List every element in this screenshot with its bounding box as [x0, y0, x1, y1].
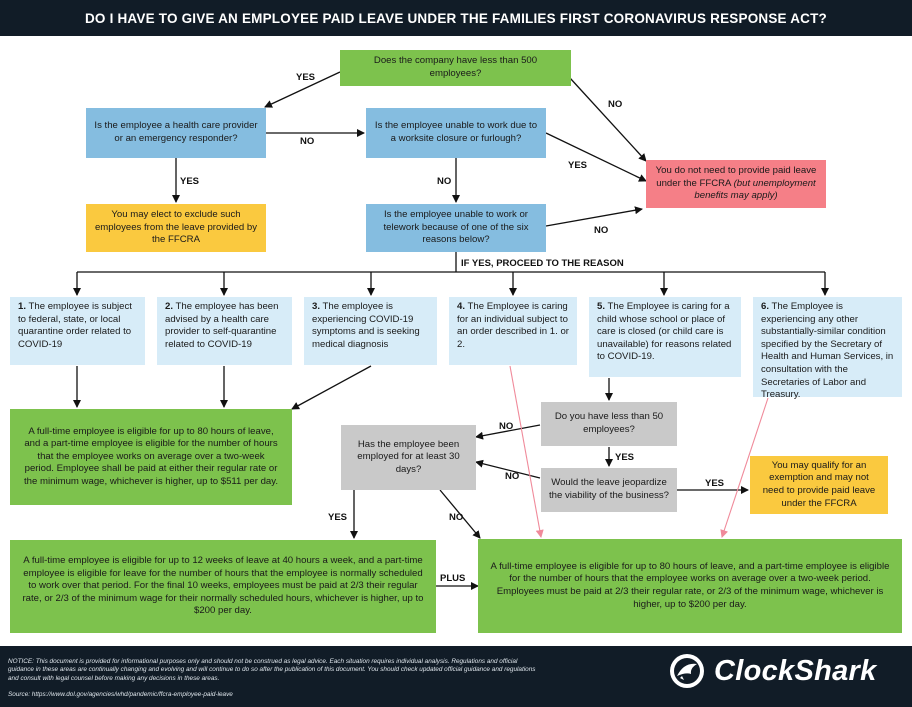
outcome-80-hours-regular-rate: A full-time employee is eligible for up … — [10, 409, 292, 505]
reason-number: 5. — [597, 301, 606, 312]
node-not-required: You do not need to provide paid leave un… — [646, 160, 826, 208]
label-plus: PLUS — [440, 573, 466, 584]
reason-number: 4. — [457, 301, 466, 312]
reason-text: The Employee is experiencing any other s… — [761, 301, 894, 401]
label-yes-exclude: YES — [180, 176, 200, 187]
outcome-80-hours-two-thirds: A full-time employee is eligible for up … — [478, 539, 902, 633]
label-no-closure: NO — [437, 176, 452, 187]
reason-text: The employee is experiencing COVID-19 sy… — [312, 301, 420, 350]
label-yes-less50: YES — [615, 452, 635, 463]
node-health-care-provider: Is the employee a health care provider o… — [86, 108, 266, 158]
arrow-less50-no — [475, 424, 541, 440]
reason-text: The Employee is caring for an individual… — [457, 301, 569, 350]
label-yes-closure: YES — [568, 160, 588, 171]
reason-4: 4. The Employee is caring for an individ… — [449, 297, 577, 365]
reason-number: 1. — [18, 301, 27, 312]
arrow-closure-yes — [545, 132, 647, 182]
label-no-30days: NO — [449, 512, 464, 523]
reason-5: 5. The Employee is caring for a child wh… — [589, 297, 741, 377]
reason-text: The Employee is caring for a child whose… — [597, 301, 732, 363]
node-six-reasons: Is the employee unable to work or telewo… — [366, 204, 546, 252]
arrow-six-no — [545, 206, 643, 227]
shark-icon — [670, 654, 704, 688]
label-no-health: NO — [300, 136, 315, 147]
label-no-six: NO — [594, 225, 609, 236]
label-yes-health: YES — [296, 72, 316, 83]
title-bar: DO I HAVE TO GIVE AN EMPLOYEE PAID LEAVE… — [0, 0, 912, 36]
label-no-500: NO — [608, 99, 623, 110]
footer: NOTICE: This document is provided for in… — [0, 646, 912, 707]
reason-2: 2. The employee has been advised by a he… — [157, 297, 292, 365]
reason-3: 3. The employee is experiencing COVID-19… — [304, 297, 437, 365]
label-yes-jeopardize: YES — [705, 478, 725, 489]
arrow-500-no — [569, 77, 647, 162]
node-jeopardize-viability: Would the leave jeopardize the viability… — [541, 468, 677, 512]
label-if-yes: IF YES, PROCEED TO THE REASON — [461, 258, 624, 269]
reason-text: The employee has been advised by a healt… — [165, 301, 279, 350]
logo-text: ClockShark — [714, 654, 877, 687]
arrow-r6-final — [720, 397, 769, 538]
arrow-r4-final — [509, 365, 544, 538]
node-employed-30-days: Has the employee been employed for at le… — [341, 425, 476, 490]
node-less-than-50: Do you have less than 50 employees? — [541, 402, 677, 446]
label-no-less50: NO — [499, 421, 514, 432]
arrow-30days-no — [439, 489, 481, 539]
not-required-text: You do not need to provide paid leave un… — [655, 165, 817, 202]
reason-1: 1. The employee is subject to federal, s… — [10, 297, 145, 365]
not-required-note: (but unemployment benefits may apply) — [694, 177, 816, 202]
node-exemption: You may qualify for an exemption and may… — [750, 456, 888, 514]
reason-text: The employee is subject to federal, stat… — [18, 301, 132, 350]
arrow-r3-full80 — [291, 365, 372, 410]
page-title: DO I HAVE TO GIVE AN EMPLOYEE PAID LEAVE… — [84, 10, 828, 26]
arrow-500-yes — [264, 71, 341, 108]
node-may-exclude: You may elect to exclude such employees … — [86, 204, 266, 252]
reason-number: 6. — [761, 301, 770, 312]
legal-notice: NOTICE: This document is provided for in… — [8, 658, 536, 682]
node-less-than-500: Does the company have less than 500 empl… — [340, 50, 571, 86]
source-link[interactable]: Source: https://www.dol.gov/agencies/whd… — [8, 691, 233, 698]
outcome-12-weeks: A full-time employee is eligible for up … — [10, 540, 436, 633]
label-yes-30days: YES — [328, 512, 348, 523]
reason-number: 2. — [165, 301, 174, 312]
node-worksite-closure: Is the employee unable to work due to a … — [366, 108, 546, 158]
reason-6: 6. The Employee is experiencing any othe… — [753, 297, 902, 401]
reason-number: 3. — [312, 301, 321, 312]
label-no-jeopardize: NO — [505, 471, 520, 482]
clockshark-logo: ClockShark — [668, 652, 877, 690]
